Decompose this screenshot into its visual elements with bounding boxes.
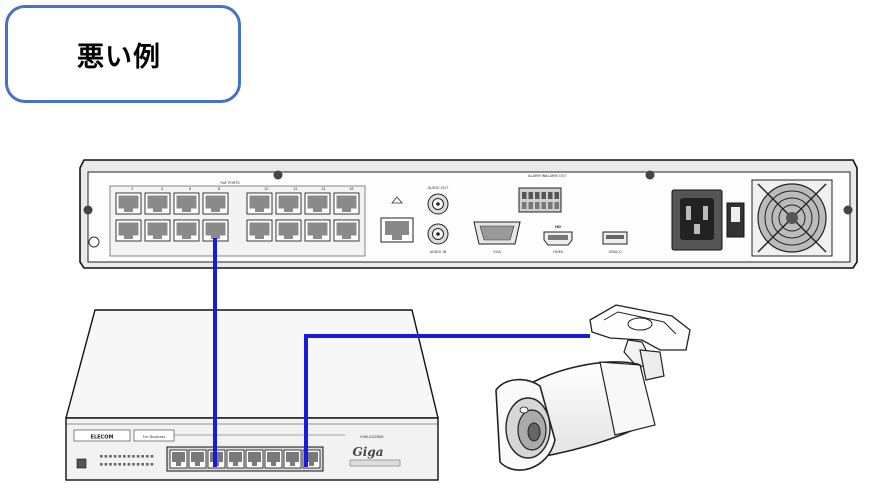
audio-in-jack: AUDIO IN (427, 223, 449, 254)
rj45-port (115, 192, 142, 215)
port-number: 10 (264, 187, 269, 191)
usb-port: USB2.0 (602, 231, 628, 254)
port-number: 8 (218, 187, 221, 191)
status-led (141, 455, 144, 458)
audio-out-label: AUDIO OUT (428, 186, 449, 190)
rj45-port (333, 219, 360, 242)
rj45-port (202, 192, 229, 215)
status-led (141, 463, 144, 466)
vga-label: VGA (493, 250, 501, 254)
screw-icon (83, 205, 93, 215)
switch-port (169, 449, 188, 469)
hdmi-port: HD HDMI (543, 225, 573, 254)
poe-ports-label: PoE PORTS (220, 181, 240, 185)
audio-out-jack: AUDIO OUT (427, 186, 449, 215)
power-led-icon (76, 458, 87, 469)
rj45-port (246, 219, 273, 242)
power-switch (726, 202, 745, 238)
svg-text:HD: HD (555, 225, 561, 229)
nvr-recorder: PoE PORTS 2 4 6 8 10 12 14 16 AUDIO OUT (79, 159, 858, 269)
switch-port (188, 449, 207, 469)
rj45-port (144, 192, 171, 215)
status-led (127, 463, 131, 466)
fan-grille-icon (751, 179, 833, 257)
terminal-pin (528, 192, 533, 199)
cable-switch-to-camera (304, 334, 590, 467)
status-led (132, 455, 135, 458)
status-led (104, 455, 108, 458)
status-led (109, 463, 112, 466)
switch-port (245, 449, 264, 469)
terminal-pin (548, 192, 553, 199)
status-led (123, 455, 126, 458)
bad-example-label-box: 悪い例 (5, 5, 241, 103)
port-number: 12 (293, 187, 298, 191)
rj45-port (275, 192, 302, 215)
status-led (100, 455, 103, 458)
port-number: 4 (161, 187, 164, 191)
terminal-pin (541, 192, 546, 199)
port-number: 16 (349, 187, 354, 191)
rj45-port (246, 192, 273, 215)
status-led (118, 455, 121, 458)
status-led (127, 455, 131, 458)
status-led (132, 463, 135, 466)
switch-brand: ELECOM (91, 435, 114, 441)
port-number: 14 (321, 187, 326, 191)
vga-port: VGA (473, 221, 521, 254)
ground-icon (88, 236, 100, 248)
rj45-port (202, 219, 229, 242)
rj45-port (144, 219, 171, 242)
port-number: 2 (131, 187, 133, 191)
port-number: 6 (189, 187, 192, 191)
alarm-in-label: ALARM IN (528, 174, 546, 178)
status-led (100, 463, 103, 466)
rj45-port (173, 219, 200, 242)
screw-icon (645, 170, 655, 180)
switch-model: EHB-SG2B08 (360, 435, 384, 439)
rj45-port (304, 219, 331, 242)
switch-port (226, 449, 245, 469)
status-led (136, 463, 140, 466)
hdmi-label: HDMI (553, 250, 563, 254)
switch-series: For Business (143, 435, 166, 439)
screw-icon (843, 205, 853, 215)
rj45-port (304, 192, 331, 215)
rj45-port (333, 192, 360, 215)
lan-port (380, 196, 414, 243)
alarm-out-label: ALARM OUT (545, 174, 567, 178)
switch-port (264, 449, 283, 469)
usb-label: USB2.0 (608, 250, 622, 254)
status-led (146, 463, 149, 466)
rj45-port (115, 219, 142, 242)
power-inlet-icon (671, 189, 723, 251)
status-led (109, 455, 112, 458)
audio-in-label: AUDIO IN (430, 250, 447, 254)
status-led (118, 463, 121, 466)
switch-port (283, 449, 302, 469)
status-led (150, 455, 154, 458)
status-led (136, 455, 140, 458)
terminal-pin (535, 192, 540, 199)
status-led (104, 463, 108, 466)
bad-example-label: 悪い例 (77, 41, 161, 73)
status-led (113, 455, 117, 458)
screw-icon (273, 170, 283, 180)
camera-icon (495, 304, 691, 471)
alarm-terminal-block: ALARM IN ALARM OUT (518, 174, 567, 213)
status-led (146, 455, 149, 458)
terminal-pin (554, 192, 559, 199)
switch-logo: Giga (353, 445, 384, 459)
rj45-port (173, 192, 200, 215)
rj45-port (275, 219, 302, 242)
status-led (123, 463, 126, 466)
status-led (150, 463, 154, 466)
terminal-pin (522, 192, 527, 199)
network-icon (391, 196, 403, 204)
status-led (113, 463, 117, 466)
